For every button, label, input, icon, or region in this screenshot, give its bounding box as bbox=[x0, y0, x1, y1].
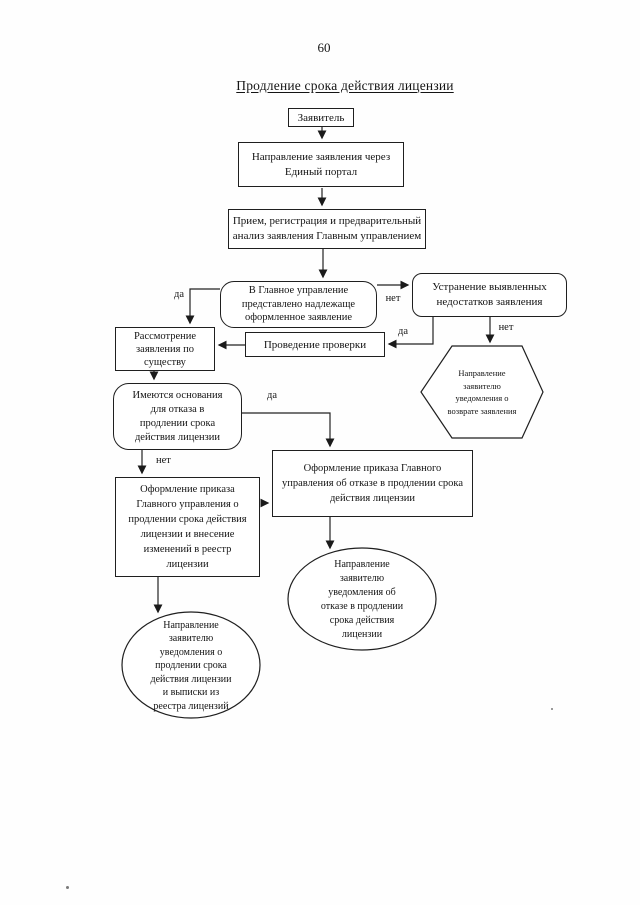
page-number: 60 bbox=[317, 40, 331, 55]
connector-grounds-orderrefuse-yes bbox=[242, 412, 335, 448]
connector-fix-inspection-yes bbox=[387, 317, 434, 349]
decision-refusal-grounds: Имеются основания для отказа в продлении… bbox=[113, 383, 242, 450]
node-order-extend: Оформление приказа Главного управления о… bbox=[115, 477, 260, 577]
node-fix-defects: Устранение выявленных недостатков заявле… bbox=[412, 273, 567, 317]
connector-proper-review-yes bbox=[185, 288, 220, 325]
scan-speck bbox=[66, 886, 69, 889]
edge-label-no: нет bbox=[385, 293, 401, 304]
hexagon-notify-return bbox=[420, 345, 544, 439]
ellipse-notify-extend bbox=[121, 611, 261, 719]
node-review-merits: Рассмотрение заявления по существу bbox=[115, 327, 215, 371]
ellipse-notify-extend-label: Направление заявителю уведомления о прод… bbox=[150, 619, 232, 712]
ellipse-notify-refuse-label: Направление заявителю уведомления об отк… bbox=[320, 559, 404, 640]
hexagon-notify-return-label: Направление заявителю уведомления о возв… bbox=[447, 368, 517, 416]
scan-speck bbox=[551, 708, 553, 710]
edge-label-yes: да bbox=[173, 289, 184, 300]
node-order-refuse: Оформление приказа Главного управления о… bbox=[272, 450, 473, 517]
node-intake-registration: Прием, регистрация и предварительный ана… bbox=[228, 209, 426, 249]
node-send-via-portal: Направление заявления через Единый порта… bbox=[238, 142, 404, 187]
ellipse-notify-refuse bbox=[287, 547, 437, 651]
edge-label-yes: да bbox=[397, 326, 408, 337]
node-inspection: Проведение проверки bbox=[245, 332, 385, 357]
node-applicant: Заявитель bbox=[288, 108, 354, 127]
edge-label-no: нет bbox=[498, 322, 514, 333]
edge-label-yes: да bbox=[266, 390, 277, 401]
diagram-title: Продление срока действия лицензии bbox=[236, 78, 454, 93]
decision-proper-application: В Главное управление представлено надлеж… bbox=[220, 281, 377, 328]
edge-label-no: нет bbox=[156, 455, 171, 466]
